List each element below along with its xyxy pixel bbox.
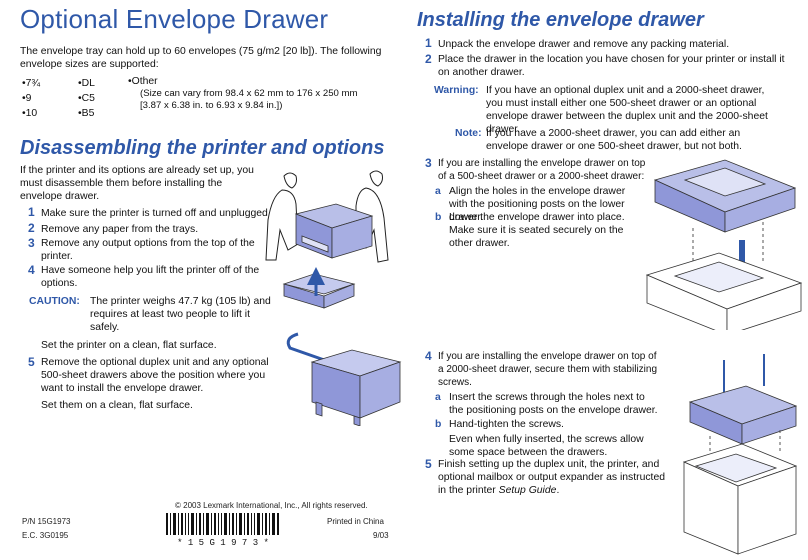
list-item: •7¾ [22, 78, 41, 89]
caution-label: CAUTION: [29, 296, 80, 307]
setup-guide-title: Setup Guide [498, 485, 557, 496]
stabilizing-screws-illustration [682, 354, 798, 555]
warning-label: Warning: [434, 85, 479, 96]
list-item: •9 [22, 93, 32, 104]
copyright-text: © 2003 Lexmark International, Inc., All … [175, 501, 368, 510]
envelope-drawer-alignment-illustration [645, 159, 803, 330]
print-date: 9/03 [373, 531, 389, 540]
list-item: •10 [22, 108, 38, 119]
list-item: •DL [78, 78, 95, 89]
list-item: •C5 [78, 93, 95, 104]
page-title: Optional Envelope Drawer [20, 4, 329, 34]
caution-text: The printer weighs 47.7 kg (105 lb) and … [90, 296, 271, 333]
note-block: Note: If you have a 2000-sheet drawer, y… [455, 127, 791, 153]
section-intro: If the printer and its options are alrea… [20, 165, 254, 202]
barcode-graphic: * 1 5 G 1 9 7 3 * [166, 513, 279, 547]
intro-text: The envelope tray can hold up to 60 enve… [20, 46, 382, 70]
note-label: Note: [455, 128, 482, 139]
list-item: •Other [128, 76, 158, 87]
warning-block: Warning: If you have an optional duplex … [434, 84, 792, 136]
set-flat-text-1: Set the printer on a clean, flat surface… [41, 340, 217, 351]
caution-block: CAUTION: The printer weighs 47.7 kg (105… [29, 295, 284, 334]
other-size-note-2: [3.87 x 6.38 in. to 6.93 x 9.84 in.]) [140, 100, 283, 111]
set-flat-text-2: Set them on a clean, flat surface. [41, 400, 193, 411]
disassembly-illustration [265, 170, 402, 426]
printed-in: Printed in China [327, 517, 384, 526]
install-step-4b-note: Even when fully inserted, the screws all… [449, 434, 644, 458]
section-title-disassembling: Disassembling the printer and options [20, 137, 385, 159]
barcode-text: * 1 5 G 1 9 7 3 * [177, 538, 269, 547]
sizes-list-other: •Other (Size can vary from 98.4 x 62 mm … [128, 76, 358, 112]
sizes-list-2: •DL •C5 •B5 [78, 76, 95, 121]
sizes-list-1: •7¾ •9 •10 [22, 76, 40, 121]
warning-text: If you have an optional duplex unit and … [486, 85, 768, 135]
note-text: If you have a 2000-sheet drawer, you can… [486, 128, 742, 152]
other-size-note-1: (Size can vary from 98.4 x 62 mm to 176 … [140, 88, 358, 99]
part-number: P/N 15G1973 [22, 517, 71, 526]
section-title-installing: Installing the envelope drawer [417, 9, 704, 31]
engineering-change: E.C. 3G0195 [22, 531, 69, 540]
list-item: •B5 [78, 108, 95, 119]
